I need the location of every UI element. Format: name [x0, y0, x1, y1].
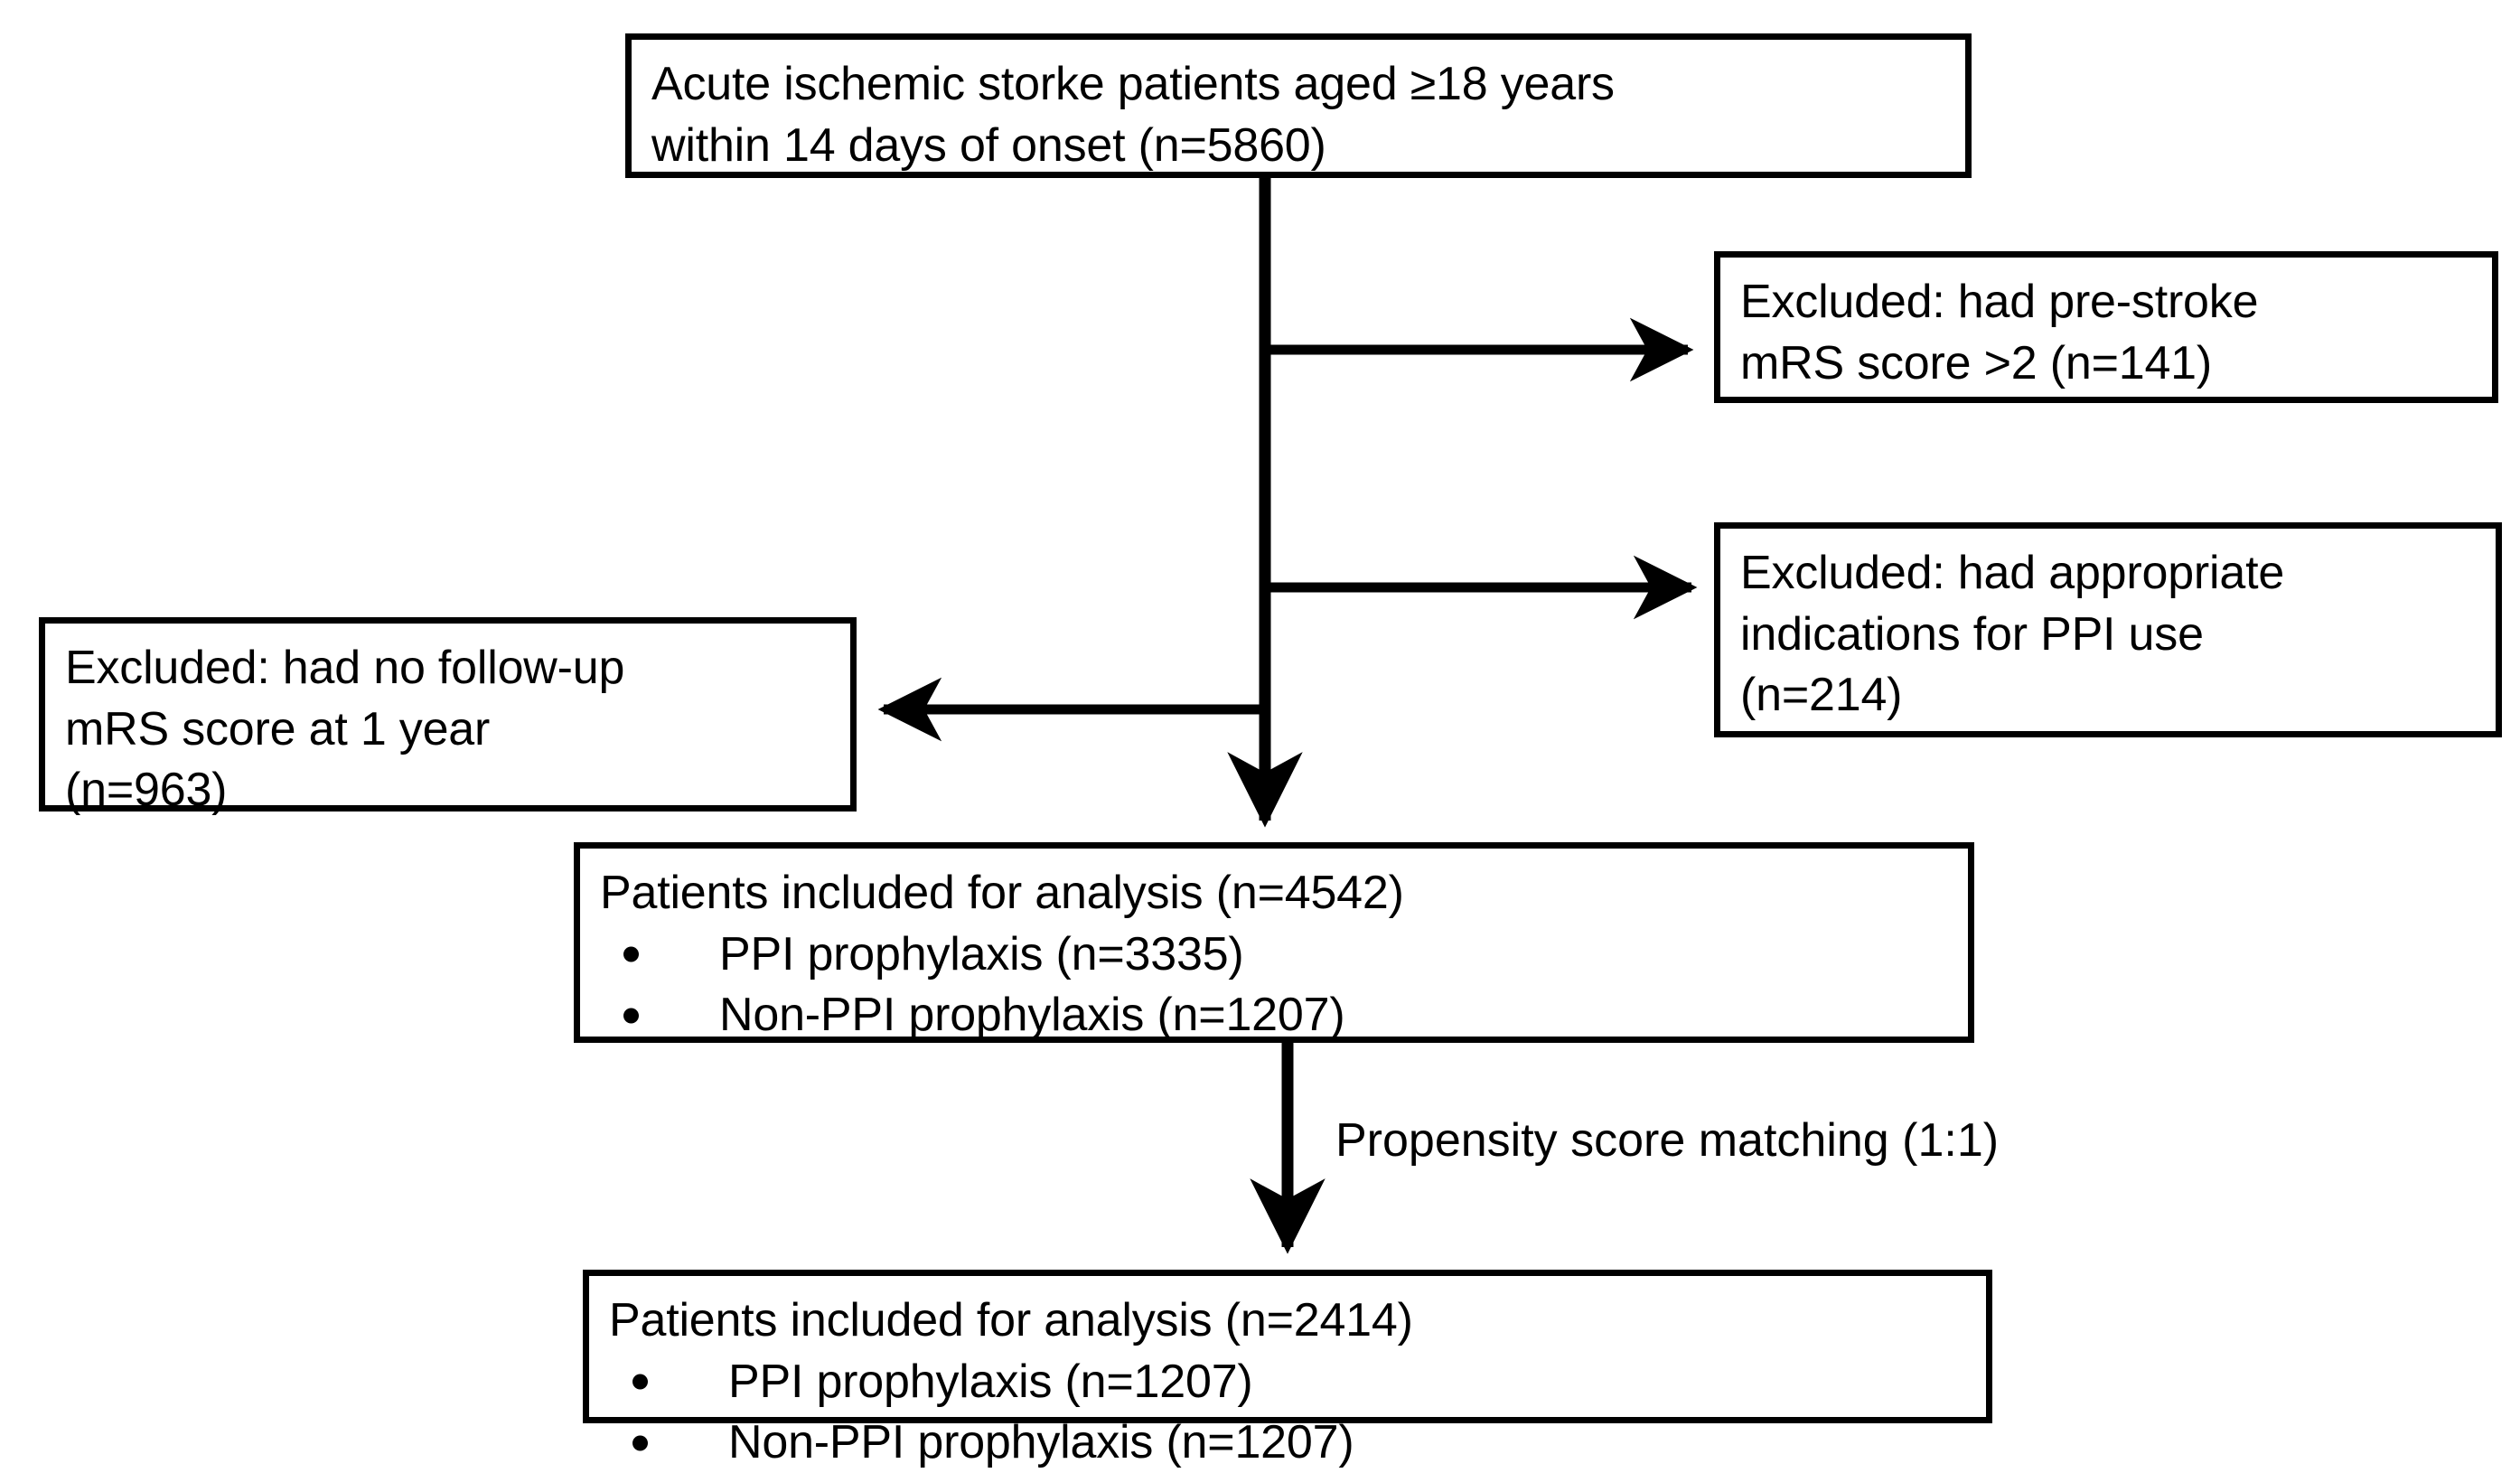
edge-label-propensity-score-matching: Propensity score matching (1:1) [1335, 1114, 2000, 1167]
bullet-dot-icon [623, 946, 639, 962]
node-analysis-population: Patients included for analysis (n=4542) … [574, 842, 1974, 1043]
node-matched-population-bullets: PPI prophylaxis (n=1207) Non-PPI prophyl… [609, 1352, 1968, 1473]
list-item-label: PPI prophylaxis (n=3335) [719, 927, 1244, 980]
node-excluded-ppi-indications: Excluded: had appropriate indications fo… [1714, 522, 2502, 737]
node-matched-population: Patients included for analysis (n=2414) … [583, 1270, 1992, 1468]
node-matched-population-heading: Patients included for analysis (n=2414) [609, 1294, 1413, 1346]
node-excluded-ppi-indications-line-1: Excluded: had appropriate [1740, 547, 2285, 599]
node-source-population-line-1: Acute ischemic storke patients aged ≥18 … [651, 58, 1615, 110]
node-analysis-population-bullets: PPI prophylaxis (n=3335) Non-PPI prophyl… [600, 924, 1950, 1046]
list-item: PPI prophylaxis (n=3335) [600, 924, 1950, 986]
node-excluded-no-followup-line-3: (n=963) [65, 764, 228, 817]
list-item-label: Non-PPI prophylaxis (n=1207) [719, 989, 1345, 1042]
node-analysis-population-heading: Patients included for analysis (n=4542) [600, 867, 1404, 919]
bullet-dot-icon [632, 1374, 648, 1390]
node-excluded-no-followup-line-2: mRS score at 1 year [65, 702, 491, 755]
node-excluded-ppi-indications-line-2: indications for PPI use [1740, 607, 2204, 661]
node-excluded-no-followup-line-1: Excluded: had no follow-up [65, 642, 625, 694]
bullet-dot-icon [632, 1435, 648, 1451]
list-item-label: Non-PPI prophylaxis (n=1207) [728, 1416, 1354, 1469]
list-item: Non-PPI prophylaxis (n=1207) [600, 985, 1950, 1046]
bullet-dot-icon [623, 1008, 639, 1024]
node-excluded-prestroke-mrs-line-2: mRS score >2 (n=141) [1740, 336, 2213, 389]
node-excluded-prestroke-mrs: Excluded: had pre-stroke mRS score >2 (n… [1714, 251, 2498, 403]
node-excluded-prestroke-mrs-line-1: Excluded: had pre-stroke [1740, 276, 2259, 328]
list-item: Non-PPI prophylaxis (n=1207) [609, 1412, 1968, 1473]
list-item: PPI prophylaxis (n=1207) [609, 1352, 1968, 1413]
node-source-population: Acute ischemic storke patients aged ≥18 … [625, 33, 1972, 178]
list-item-label: PPI prophylaxis (n=1207) [728, 1355, 1253, 1408]
node-source-population-line-2: within 14 days of onset (n=5860) [651, 118, 1326, 172]
node-excluded-ppi-indications-line-3: (n=214) [1740, 669, 1903, 722]
node-excluded-no-followup: Excluded: had no follow-up mRS score at … [39, 617, 857, 816]
